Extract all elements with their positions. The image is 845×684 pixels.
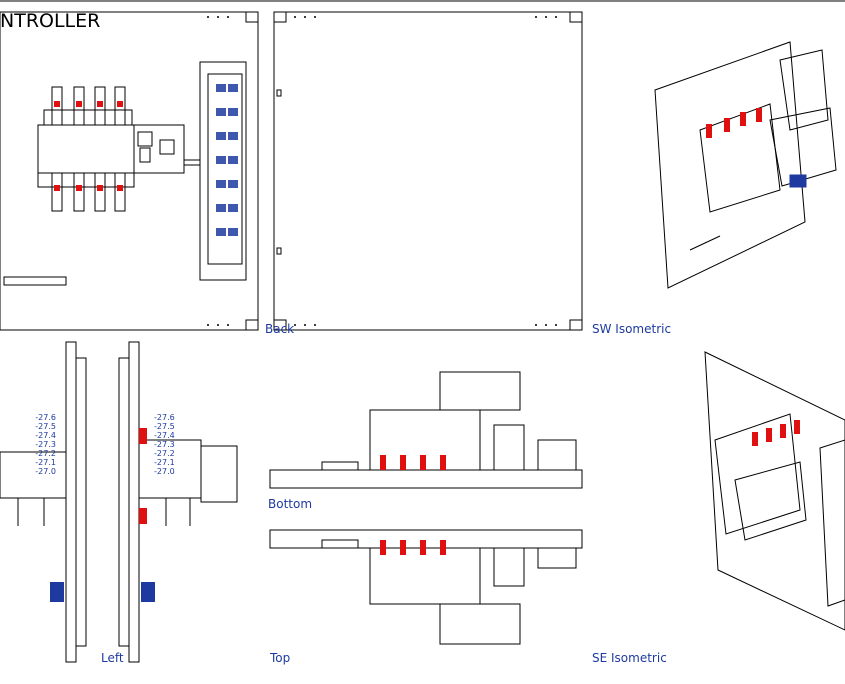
terminal-label: -27.0 [154,467,175,476]
sw-red-contacts [706,108,762,138]
terminal-label: -27.5 [35,422,56,431]
terminal-strip [216,228,226,236]
terminal-strip [228,108,238,116]
terminal-strip [228,84,238,92]
terminal-strip [216,108,226,116]
terminal-strip [228,204,238,212]
terminal-block-front [199,61,247,281]
terminal-strip [216,84,226,92]
bottom-view-red [380,455,446,470]
terminal-label: -27.6 [35,413,56,422]
front-view [0,11,259,331]
terminal-label: -27.6 [154,413,175,422]
din-rail-front [3,276,67,286]
terminal-label: -27.0 [35,467,56,476]
left-view-labels: -27.6-27.5-27.4-27.3-27.2-27.1-27.0 [35,413,56,476]
left-view [0,341,238,663]
label-left: Left [101,651,124,665]
terminal-label: -27.1 [35,458,56,467]
left-view-terminals [50,582,155,602]
terminal-label: -27.4 [35,431,56,440]
terminal-label: -27.3 [35,440,56,449]
red-contacts-front [54,101,123,191]
label-bottom: Bottom [268,497,313,511]
terminal-strip [228,132,238,140]
terminal-label: -27.2 [154,449,175,458]
label-top: Top [270,651,291,665]
terminal-label: -27.3 [154,440,175,449]
label-se-isometric: SE Isometric [592,651,667,665]
bottom-view [269,371,583,489]
terminal-label: -27.2 [35,449,56,458]
terminal-strip [228,180,238,188]
terminal-label: -27.1 [154,458,175,467]
back-view [273,11,583,331]
terminal-strips-front [216,84,238,236]
terminal-strip [216,132,226,140]
terminal-label: -27.5 [154,422,175,431]
terminal-strip [228,156,238,164]
label-back: Back [265,322,295,336]
sw-isometric-view [654,41,837,289]
label-sw-isometric: SW Isometric [592,322,672,336]
terminal-label: -27.4 [154,431,175,440]
right-view-labels: -27.6-27.5-27.4-27.3-27.2-27.1-27.0 [154,413,175,476]
changeover-switch-front [37,86,200,212]
top-view-red [380,540,446,555]
terminal-strip [228,228,238,236]
terminal-strip [216,180,226,188]
terminal-strip [216,204,226,212]
left-view-red [139,428,147,524]
drawing-title: NTROLLER [0,10,101,32]
se-red-contacts [752,420,800,446]
se-isometric-view [704,351,845,631]
terminal-strip [216,156,226,164]
